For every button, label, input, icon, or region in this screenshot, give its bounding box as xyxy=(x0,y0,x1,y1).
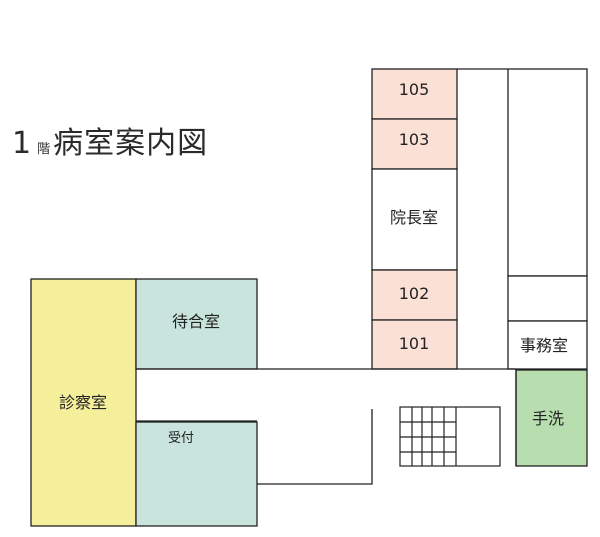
label-reception: 受付 xyxy=(168,431,194,446)
label-102: 102 xyxy=(399,284,430,303)
label-restroom: 手洗 xyxy=(532,409,564,428)
room-director[interactable] xyxy=(371,168,458,271)
label-103: 103 xyxy=(399,130,430,149)
room-103[interactable] xyxy=(371,118,458,170)
label-105: 105 xyxy=(399,80,430,99)
room-closet-upper xyxy=(507,68,588,277)
label-exam: 診察室 xyxy=(59,393,107,412)
staircase xyxy=(399,406,501,467)
room-102[interactable] xyxy=(371,269,458,321)
floor-kanji: 階 xyxy=(37,142,51,157)
label-waiting: 待合室 xyxy=(172,312,220,331)
title-main: 病室案内図 xyxy=(53,126,209,161)
room-105[interactable] xyxy=(371,68,458,120)
label-office: 事務室 xyxy=(520,336,568,355)
floor-number: 1 xyxy=(12,126,32,161)
room-restroom[interactable] xyxy=(515,369,588,467)
corridor-walls xyxy=(136,68,517,485)
room-waiting[interactable] xyxy=(135,278,258,370)
label-101: 101 xyxy=(399,334,430,353)
room-exam[interactable] xyxy=(30,278,137,527)
room-office[interactable] xyxy=(507,320,588,370)
room-closet-lower xyxy=(507,275,588,322)
label-director: 院長室 xyxy=(390,208,438,227)
map-title: 1 階 病室案内図 xyxy=(12,118,208,162)
room-reception[interactable] xyxy=(135,421,258,527)
